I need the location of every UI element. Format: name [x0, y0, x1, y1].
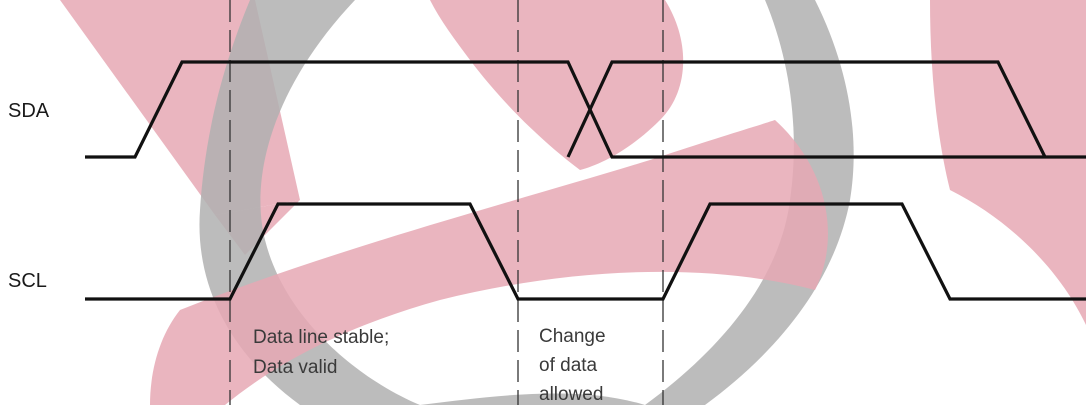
watermark-gray-ring-right	[645, 0, 854, 405]
annotation-stable-line-1: Data line stable;	[253, 327, 389, 348]
watermark-red-wedge-right	[930, 0, 1086, 325]
annotation-stable: Data line stable; Data valid	[253, 327, 389, 378]
annotation-change-line-1: Change	[539, 326, 606, 347]
logo-watermark	[60, 0, 1086, 405]
annotation-stable-line-2: Data valid	[253, 357, 338, 378]
scl-trace	[85, 202, 1086, 301]
annotation-change-line-3: allowed	[539, 384, 603, 405]
watermark-red-s-band	[150, 120, 828, 405]
sda-waveform	[85, 60, 1086, 159]
sda-trace-a	[85, 60, 1086, 159]
scl-waveform	[85, 202, 1086, 301]
watermark-gray-bottom	[420, 393, 645, 405]
watermark-red-s-upper	[430, 0, 684, 170]
sda-label: SDA	[8, 100, 50, 122]
annotation-change: Change of data allowed	[539, 326, 606, 405]
guide-lines	[229, 0, 664, 405]
annotation-change-line-2: of data	[539, 355, 598, 376]
scl-label: SCL	[8, 270, 47, 292]
sda-trace-b	[566, 60, 1047, 158]
